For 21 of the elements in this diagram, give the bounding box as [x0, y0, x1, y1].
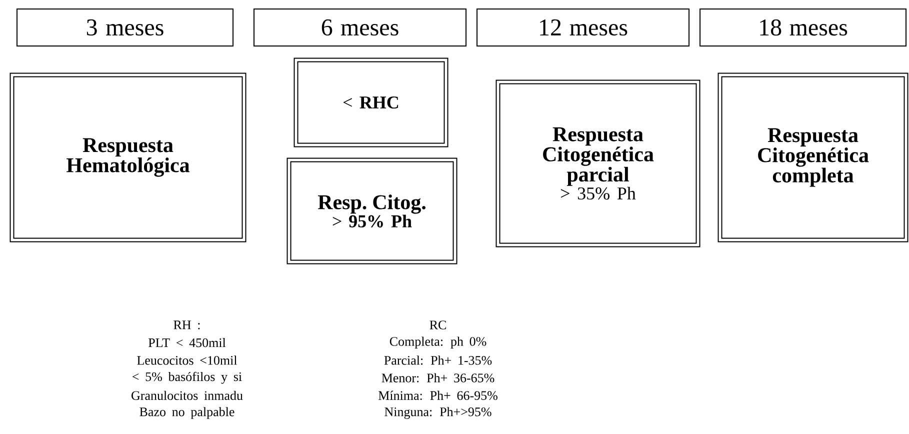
note-text: Granulocitos inmadu [132, 390, 243, 400]
period-box: 12 meses [476, 8, 690, 46]
result-box: Resp. Citog. > 95% Ph [286, 158, 458, 264]
note-text: Leucocitos <10mil [137, 356, 238, 365]
note-text: RC [430, 320, 446, 330]
note-text: Menor: Ph+ 36-65% [382, 373, 494, 382]
note-text: Bazo no palpable [140, 407, 234, 419]
period-box: 6 meses [254, 8, 466, 46]
result-box: Respuesta Hematológica [10, 72, 246, 242]
note-text: Mínima: Ph+ 66-95% [378, 390, 498, 400]
result-box: Respuesta Citogenética parcial > 35% Ph [496, 80, 700, 248]
result-box: < RHC [294, 58, 448, 148]
period-box: 18 meses [700, 8, 906, 46]
note-text: < 5% basófilos y si [132, 372, 242, 384]
note-text: RH : [174, 320, 200, 330]
note-text: PLT < 450mil [148, 338, 226, 348]
note-text: Ninguna: Ph+>95% [384, 407, 492, 419]
period-box: 3 meses [16, 8, 234, 46]
result-box: Respuesta Citogenética completa [718, 72, 908, 242]
note-text: Completa: ph 0% [390, 336, 486, 348]
note-text: Parcial: Ph+ 1-35% [384, 356, 492, 365]
